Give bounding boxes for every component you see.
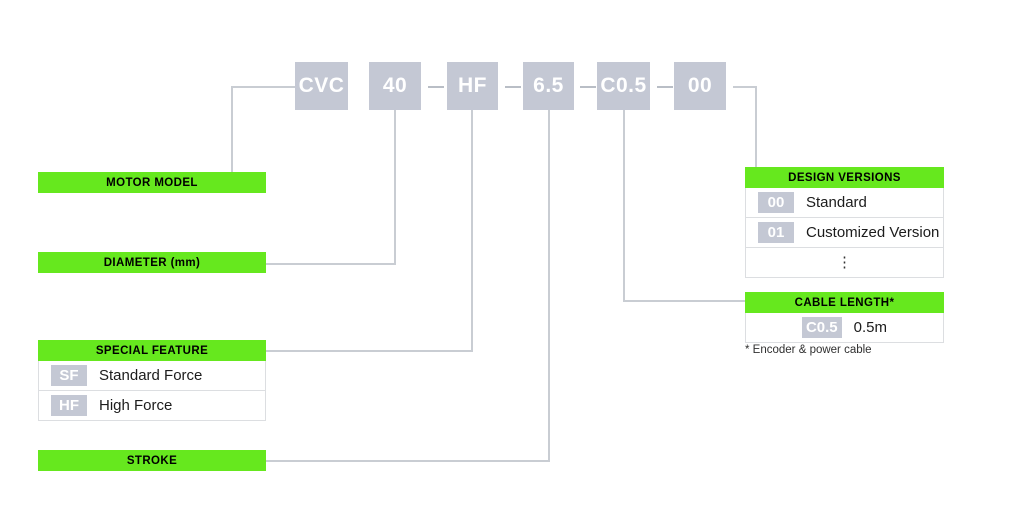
design-versions-row-01: 01 Customized Version (745, 218, 944, 248)
code-box-design-version: 00 (674, 62, 726, 110)
connector-diameter-horizontal (266, 263, 396, 265)
code-chip-01: 01 (758, 222, 794, 243)
dash-separator-3 (580, 86, 596, 88)
special-feature-row-hf: HF High Force (38, 391, 266, 421)
connector-cable-length-vertical (623, 110, 625, 302)
special-feature-header: SPECIAL FEATURE (38, 340, 266, 361)
connector-stroke-vertical (548, 110, 550, 460)
connector-special-feature-horizontal (266, 350, 473, 352)
code-chip-00: 00 (758, 192, 794, 213)
special-feature-text-sf: Standard Force (99, 367, 203, 384)
cable-length-text-c05: 0.5m (853, 319, 888, 336)
design-versions-header: DESIGN VERSIONS (745, 167, 944, 188)
cable-length-header: CABLE LENGTH* (745, 292, 944, 313)
special-feature-table: SPECIAL FEATURE SF Standard Force HF Hig… (38, 340, 266, 421)
code-box-motor-model: CVC (295, 62, 348, 110)
label-diameter: DIAMETER (mm) (38, 252, 266, 273)
ellipsis-icon: ⋮ (837, 254, 852, 271)
connector-special-feature-vertical (471, 110, 473, 350)
connector-stroke-horizontal (266, 460, 550, 462)
connector-motor-model-vertical (231, 86, 233, 182)
label-stroke: STROKE (38, 450, 266, 471)
code-chip-sf: SF (51, 365, 87, 386)
connector-motor-model-horizontal (231, 86, 295, 88)
leader-line-right-stub (733, 86, 757, 88)
code-chip-hf: HF (51, 395, 87, 416)
code-box-cable-length: C0.5 (597, 62, 650, 110)
cable-length-row-c05: C0.5 0.5m (745, 313, 944, 343)
dash-separator-4 (657, 86, 673, 88)
connector-design-versions-vertical (755, 86, 757, 168)
connector-cable-length-horizontal (623, 300, 745, 302)
design-versions-row-more: ⋮ (745, 248, 944, 278)
dash-separator-1 (428, 86, 444, 88)
special-feature-text-hf: High Force (99, 397, 173, 414)
design-versions-table: DESIGN VERSIONS 00 Standard 01 Customize… (745, 167, 944, 278)
special-feature-row-sf: SF Standard Force (38, 361, 266, 391)
label-motor-model: MOTOR MODEL (38, 172, 266, 193)
code-chip-c05: C0.5 (801, 317, 842, 338)
cable-length-table: CABLE LENGTH* C0.5 0.5m (745, 292, 944, 343)
connector-diameter-vertical (394, 110, 396, 263)
design-versions-text-01: Customized Version (806, 224, 940, 241)
code-box-diameter: 40 (369, 62, 421, 110)
cable-length-footnote: * Encoder & power cable (745, 344, 872, 356)
design-versions-row-00: 00 Standard (745, 188, 944, 218)
design-versions-text-00: Standard (806, 194, 867, 211)
dash-separator-2 (505, 86, 521, 88)
code-box-special-feature: HF (447, 62, 498, 110)
code-box-stroke: 6.5 (523, 62, 574, 110)
